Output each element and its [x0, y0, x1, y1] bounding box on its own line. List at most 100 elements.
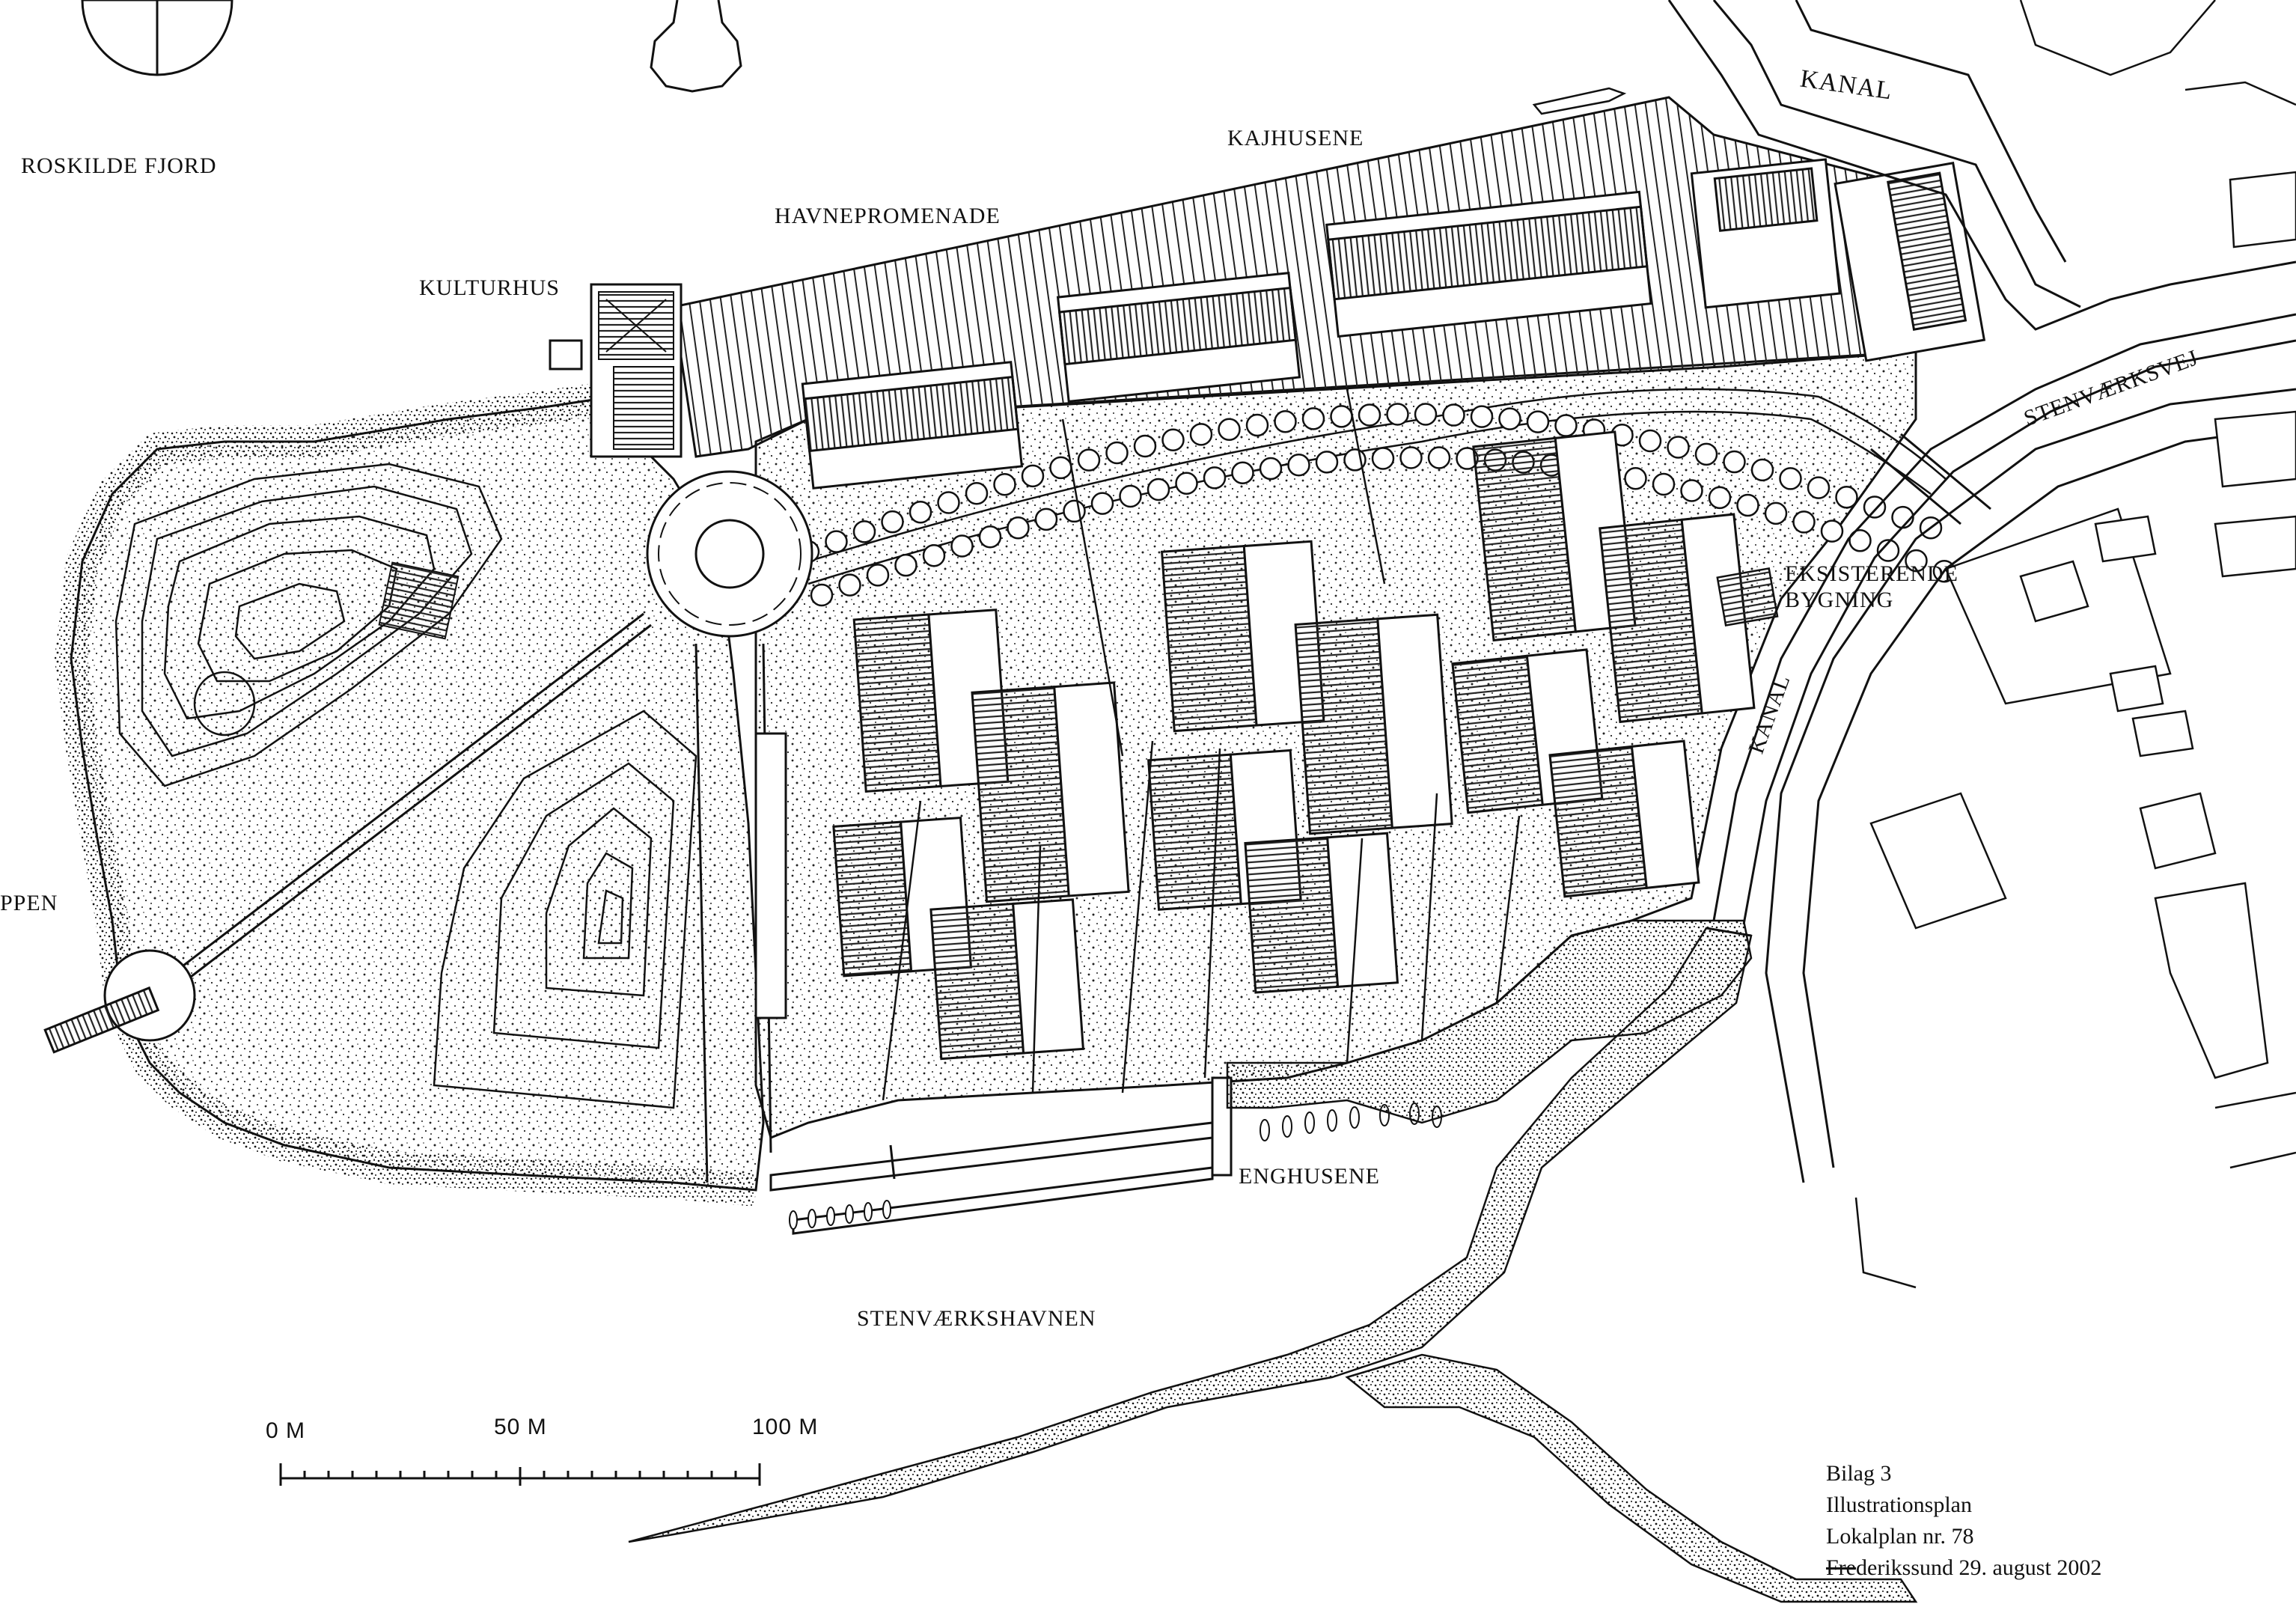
tree-icon	[838, 573, 861, 597]
scale-label-50m: 50 M	[494, 1415, 547, 1439]
lookout-deck	[378, 561, 459, 640]
tree-icon	[1315, 451, 1339, 474]
tree-icon	[1119, 484, 1142, 508]
tree-icon	[1218, 418, 1241, 442]
tree-icon	[1736, 493, 1759, 517]
tree-icon	[1049, 456, 1072, 480]
row-houses-west-cluster	[832, 609, 1130, 1061]
caption-line-2: Illustrationsplan	[1826, 1492, 1972, 1517]
tree-icon	[1399, 446, 1423, 469]
tree-icon	[1708, 486, 1732, 510]
tree-icon	[1414, 403, 1438, 426]
caption-line-4: Frederikssund 29. august 2002	[1826, 1552, 2101, 1584]
hill-contours-south	[433, 710, 697, 1109]
existing-building	[1716, 567, 1779, 627]
tree-icon	[881, 510, 904, 534]
tree-icon	[1034, 507, 1058, 531]
tree-icon	[1498, 407, 1521, 430]
tree-icon	[1203, 466, 1227, 490]
tree-icon	[1638, 429, 1662, 453]
north-arrow-icon	[81, 0, 233, 76]
peninsula-coast-band	[54, 380, 757, 1207]
tree-icon	[1161, 428, 1185, 452]
tree-icon	[1764, 501, 1788, 525]
tree-icon	[1792, 510, 1816, 534]
avenue-tree-icons	[796, 403, 1956, 607]
tree-icon	[810, 583, 834, 607]
tree-icon	[1386, 403, 1409, 426]
tree-icon	[1287, 453, 1310, 477]
caption-line-4-struck: Fre	[1826, 1555, 1856, 1580]
tree-icon	[866, 564, 890, 587]
scale-label-0m: 0 M	[266, 1418, 306, 1443]
town-blocks	[1854, 0, 2296, 1289]
tree-icon	[1105, 441, 1129, 465]
tree-icon	[1259, 457, 1283, 481]
tree-icon	[1189, 423, 1213, 446]
tree-icon	[1779, 467, 1802, 490]
caption-line-4-rest: derikssund 29. august 2002	[1856, 1555, 2102, 1580]
tree-icon	[894, 553, 918, 577]
tree-icon	[1147, 478, 1170, 501]
tree-icon	[1835, 486, 1858, 509]
canal-east	[1667, 0, 2296, 937]
label-bygning: BYGNING	[1785, 588, 1894, 612]
plaza-entry-road	[694, 643, 787, 1183]
label-stenvaerkshavnen: STENVÆRKSHAVNEN	[857, 1306, 1096, 1331]
tree-icon	[1667, 436, 1690, 459]
label-eksisterende: EKSISTERENDE	[1785, 561, 1958, 586]
tree-icon	[978, 525, 1002, 549]
roundabout-top	[650, 0, 742, 93]
tree-icon	[825, 530, 848, 553]
tree-icon	[1694, 442, 1718, 466]
stenvaerksvej-road	[1765, 388, 2296, 1183]
tree-icon	[1624, 467, 1647, 490]
kajhusene-blocks	[801, 158, 1986, 490]
tree-icon	[1442, 403, 1465, 427]
plaza-roundabout	[646, 470, 813, 638]
tree-icon	[1652, 472, 1676, 496]
tree-icon	[1526, 410, 1550, 433]
tree-icon	[909, 500, 932, 524]
tree-icon	[1371, 447, 1395, 470]
tree-icon	[1090, 492, 1114, 515]
tree-icon	[1007, 516, 1030, 540]
tree-icon	[965, 481, 989, 505]
tree-icon	[1807, 476, 1831, 499]
row-houses-east-cluster	[1451, 430, 1756, 898]
label-roskilde-fjord: ROSKILDE FJORD	[21, 153, 217, 178]
label-kulturhus: KULTURHUS	[419, 275, 560, 300]
tree-icon	[1358, 403, 1381, 427]
label-enghusene: ENGHUSENE	[1239, 1164, 1380, 1189]
plan-caption: Bilag 3 Illustrationsplan Lokalplan nr. …	[1826, 1458, 2101, 1584]
tree-icon	[1863, 495, 1887, 519]
tree-icon	[1750, 458, 1774, 482]
tree-icon	[1427, 446, 1451, 469]
scale-bar	[279, 1463, 761, 1486]
boat-icon	[1532, 87, 1627, 115]
tree-icon	[1470, 405, 1494, 428]
tree-icon	[993, 473, 1016, 496]
tree-icon	[1723, 450, 1746, 474]
tree-icon	[1820, 519, 1844, 543]
tree-icon	[1905, 549, 1928, 573]
label-havnepromenade: HAVNEPROMENADE	[775, 204, 1001, 228]
label-ppen: PPEN	[0, 891, 58, 915]
caption-line-3: Lokalplan nr. 78	[1826, 1524, 1974, 1549]
caption-line-1: Bilag 3	[1826, 1461, 1892, 1486]
tree-icon	[1245, 413, 1269, 437]
kulturhus-building	[590, 283, 683, 458]
tree-icon	[1175, 472, 1198, 495]
marina-boardwalk	[769, 1076, 1233, 1235]
scale-label-100m: 100 M	[752, 1415, 819, 1439]
tree-icon	[1680, 479, 1703, 502]
tree-icon	[1021, 464, 1045, 488]
tree-icon	[1876, 539, 1900, 562]
jetty-pier	[43, 986, 160, 1054]
tree-icon	[1301, 407, 1325, 430]
tree-icon	[1063, 499, 1086, 523]
footpath-diagonal	[183, 612, 652, 978]
tree-icon	[1077, 448, 1101, 472]
tree-icon	[1274, 409, 1297, 433]
